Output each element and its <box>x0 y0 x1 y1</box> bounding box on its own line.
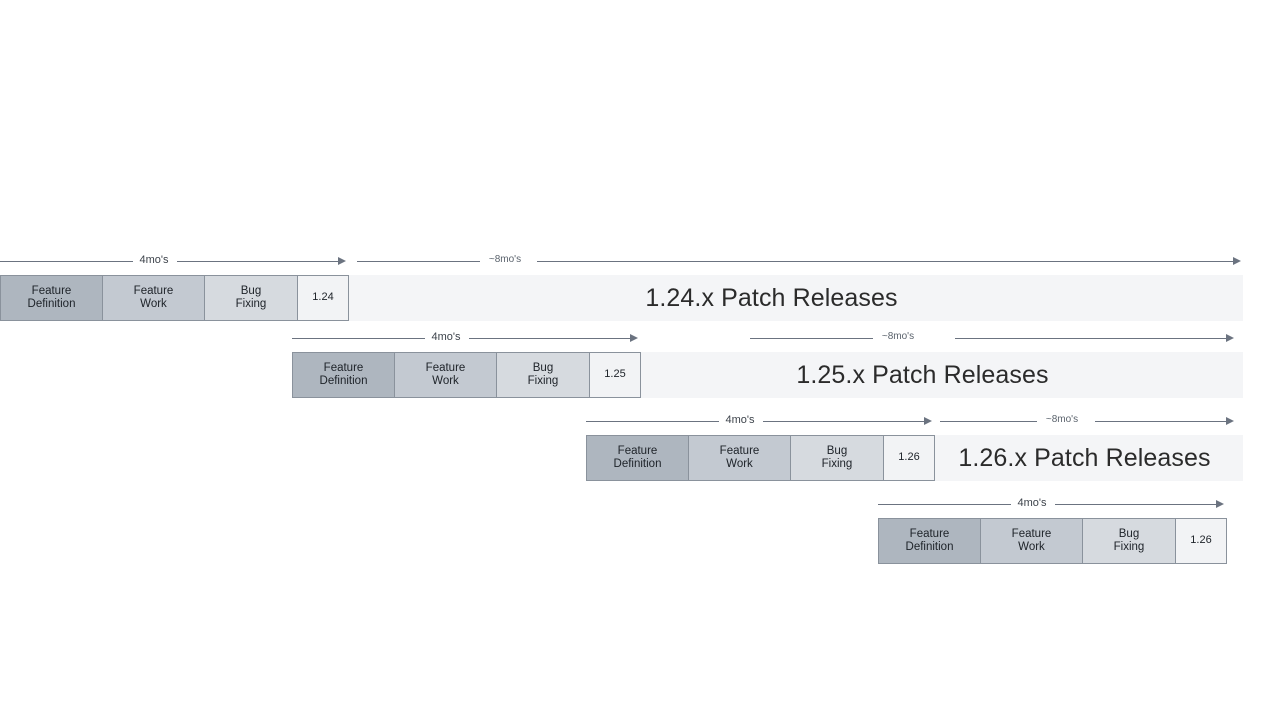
arrow-line-right <box>1055 504 1218 505</box>
phase-label-line1: Feature <box>133 284 174 297</box>
phase-bug-fixing-126: Bug Fixing <box>790 435 884 481</box>
dev-arrow-124: 4mo's <box>0 252 348 272</box>
phase-bug-fixing-125: Bug Fixing <box>496 352 590 398</box>
arrow-line-right <box>1095 421 1228 422</box>
patch-release-label-124: 1.24.x Patch Releases <box>645 283 898 312</box>
phase-label-line2: Work <box>432 375 459 387</box>
patch-arrow-125: ~8mo's <box>750 329 1243 349</box>
phase-boxes-124: Feature Definition Feature Work Bug Fixi… <box>0 275 349 321</box>
arrow-line-left <box>0 261 133 262</box>
phase-label-line1: Feature <box>909 527 950 540</box>
phase-label-line1: Feature <box>31 284 72 297</box>
version-box-126: 1.26 <box>883 435 935 481</box>
phase-label-line2: Definition <box>319 375 368 387</box>
arrow-line-left <box>292 338 425 339</box>
phase-feature-definition-126: Feature Definition <box>586 435 689 481</box>
release-row-124: 4mo's ~8mo's 1.24.x Patch Releases Featu… <box>0 254 1280 321</box>
phase-label-line1: Bug <box>532 361 554 374</box>
dev-arrow-label-127: 4mo's <box>1017 497 1047 509</box>
phase-feature-definition-127: Feature Definition <box>878 518 981 564</box>
phase-label-line2: Fixing <box>1113 541 1145 553</box>
arrow-head-icon <box>1226 334 1234 342</box>
phase-label-line2: Fixing <box>527 375 559 387</box>
arrow-head-icon <box>924 417 932 425</box>
patch-arrow-label-125: ~8mo's <box>881 331 915 342</box>
phase-bug-fixing-124: Bug Fixing <box>204 275 298 321</box>
arrow-head-icon <box>1216 500 1224 508</box>
patch-release-label-126: 1.26.x Patch Releases <box>958 443 1211 472</box>
phase-label-line2: Definition <box>905 541 954 553</box>
phase-label-line2: Work <box>1018 541 1045 553</box>
phase-feature-definition-124: Feature Definition <box>0 275 103 321</box>
version-box-127: 1.26 <box>1175 518 1227 564</box>
arrow-line-right <box>469 338 632 339</box>
patch-arrow-124: ~8mo's <box>357 252 1243 272</box>
dev-arrow-label-124: 4mo's <box>139 254 169 266</box>
arrow-line-left <box>750 338 873 339</box>
release-row-126: 4mo's ~8mo's 1.26.x Patch Releases Featu… <box>0 414 1280 481</box>
phase-label-line1: Bug <box>240 284 262 297</box>
arrow-line-left <box>586 421 719 422</box>
dev-arrow-label-126: 4mo's <box>725 414 755 426</box>
release-row-125: 4mo's ~8mo's 1.25.x Patch Releases Featu… <box>0 331 1280 398</box>
dev-arrow-126: 4mo's <box>586 412 934 432</box>
phase-boxes-125: Feature Definition Feature Work Bug Fixi… <box>292 352 641 398</box>
arrow-line-left <box>878 504 1011 505</box>
arrow-head-icon <box>630 334 638 342</box>
release-row-127: 4mo's Feature Definition Feature Work Bu… <box>0 497 1280 564</box>
version-box-125: 1.25 <box>589 352 641 398</box>
dev-arrow-125: 4mo's <box>292 329 640 349</box>
phase-label-line1: Bug <box>826 444 848 457</box>
phase-label-line2: Work <box>726 458 753 470</box>
phase-feature-definition-125: Feature Definition <box>292 352 395 398</box>
phase-feature-work-126: Feature Work <box>688 435 791 481</box>
patch-arrow-126: ~8mo's <box>940 412 1243 432</box>
phase-bug-fixing-127: Bug Fixing <box>1082 518 1176 564</box>
phase-boxes-127: Feature Definition Feature Work Bug Fixi… <box>878 518 1227 564</box>
arrow-line-left <box>357 261 480 262</box>
patch-release-label-125: 1.25.x Patch Releases <box>796 360 1049 389</box>
arrow-head-icon <box>1233 257 1241 265</box>
phase-label-line2: Fixing <box>821 458 853 470</box>
arrow-line-left <box>940 421 1037 422</box>
phase-label-line2: Definition <box>27 298 76 310</box>
version-box-124: 1.24 <box>297 275 349 321</box>
arrow-line-right <box>537 261 1235 262</box>
phase-boxes-126: Feature Definition Feature Work Bug Fixi… <box>586 435 935 481</box>
phase-label-line1: Feature <box>617 444 658 457</box>
phase-label-line2: Work <box>140 298 167 310</box>
arrow-line-right <box>177 261 340 262</box>
phase-label-line1: Bug <box>1118 527 1140 540</box>
phase-label-line1: Feature <box>719 444 760 457</box>
patch-arrow-label-124: ~8mo's <box>488 254 522 265</box>
phase-feature-work-124: Feature Work <box>102 275 205 321</box>
phase-label-line1: Feature <box>425 361 466 374</box>
phase-label-line2: Fixing <box>235 298 267 310</box>
arrow-line-right <box>763 421 926 422</box>
arrow-head-icon <box>338 257 346 265</box>
patch-arrow-label-126: ~8mo's <box>1045 414 1079 425</box>
phase-feature-work-125: Feature Work <box>394 352 497 398</box>
arrow-head-icon <box>1226 417 1234 425</box>
dev-arrow-label-125: 4mo's <box>431 331 461 343</box>
phase-label-line1: Feature <box>1011 527 1052 540</box>
dev-arrow-127: 4mo's <box>878 495 1226 515</box>
phase-label-line1: Feature <box>323 361 364 374</box>
phase-feature-work-127: Feature Work <box>980 518 1083 564</box>
phase-label-line2: Definition <box>613 458 662 470</box>
arrow-line-right <box>955 338 1228 339</box>
